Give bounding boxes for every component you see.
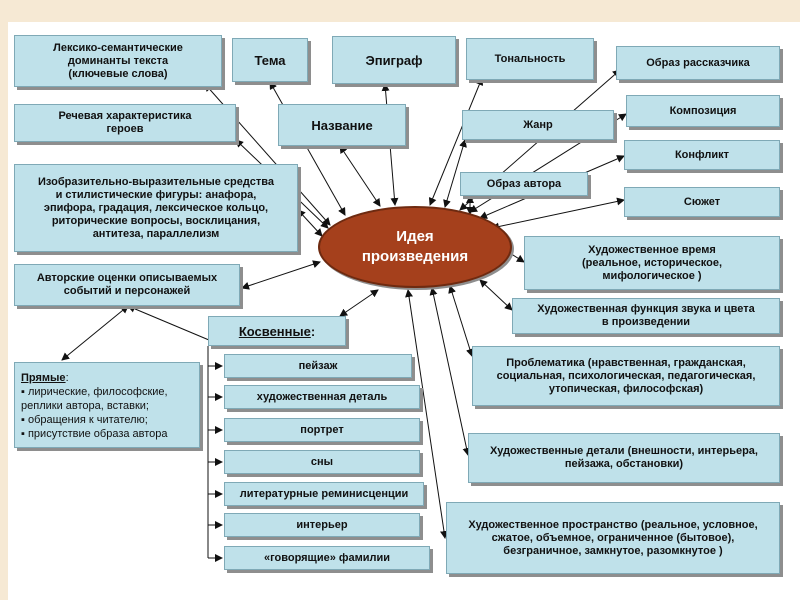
box-narrator: Образ рассказчика — [616, 46, 780, 80]
box-title: Название — [278, 104, 406, 146]
direct-label: Прямые — [21, 372, 66, 384]
arrow-genre — [443, 139, 467, 208]
indirect-item: сны — [224, 450, 420, 474]
arrow-indirect — [339, 289, 379, 317]
direct-item: обращения к читателю; — [21, 413, 193, 427]
arrow-space — [405, 289, 448, 539]
box-lexical: Лексико-семантические доминанты текста (… — [14, 35, 222, 87]
box-author-image: Образ автора — [460, 172, 588, 196]
indirect-item: интерьер — [224, 513, 420, 537]
box-art-time: Художественное время (реальное, историче… — [524, 236, 780, 290]
arrow-problematics — [448, 285, 474, 357]
central-node-idea: Идея произведения — [318, 206, 512, 288]
box-composition: Композиция — [626, 95, 780, 127]
box-problematics: Проблематика (нравственная, гражданская,… — [472, 346, 780, 406]
box-theme: Тема — [232, 38, 308, 82]
box-speech: Речевая характеристика героев — [14, 104, 236, 142]
direct-item: лирические, философские, реплики автора,… — [21, 385, 193, 413]
box-plot: Сюжет — [624, 187, 780, 217]
box-author-eval: Авторские оценки описываемых событий и п… — [14, 264, 240, 306]
box-epigraph: Эпиграф — [332, 36, 456, 84]
indirect-colon: : — [310, 323, 316, 339]
arrow-title — [339, 145, 381, 207]
box-space: Художественное пространство (реальное, у… — [446, 502, 780, 574]
indirect-item: портрет — [224, 418, 420, 442]
indirect-item: «говорящие» фамилии — [224, 546, 430, 570]
direct-item: присутствие образа автора — [21, 427, 193, 441]
box-expressive: Изобразительно-выразительные средства и … — [14, 164, 298, 252]
arrow-author-eval — [241, 260, 321, 290]
box-direct: Прямые: лирические, философские, реплики… — [14, 362, 200, 448]
box-indirect: Косвенные: — [208, 316, 346, 346]
box-genre: Жанр — [462, 110, 614, 140]
indirect-item: литературные реминисценции — [224, 482, 424, 506]
arrow-eval-direct — [61, 305, 129, 361]
box-conflict: Конфликт — [624, 140, 780, 170]
indirect-item: пейзаж — [224, 354, 412, 378]
arrow-plot — [491, 197, 625, 231]
arrow-details — [429, 287, 471, 456]
box-sound-color: Художественная функция звука и цвета в п… — [512, 298, 780, 334]
arrow-sound-color — [479, 279, 513, 311]
box-tonality: Тональность — [466, 38, 594, 80]
indirect-label: Косвенные — [238, 323, 311, 339]
arrow-expressive — [297, 209, 323, 237]
box-details: Художественные детали (внешности, интерь… — [468, 433, 780, 483]
direct-colon: : — [65, 372, 69, 384]
indirect-item: художественная деталь — [224, 385, 420, 409]
